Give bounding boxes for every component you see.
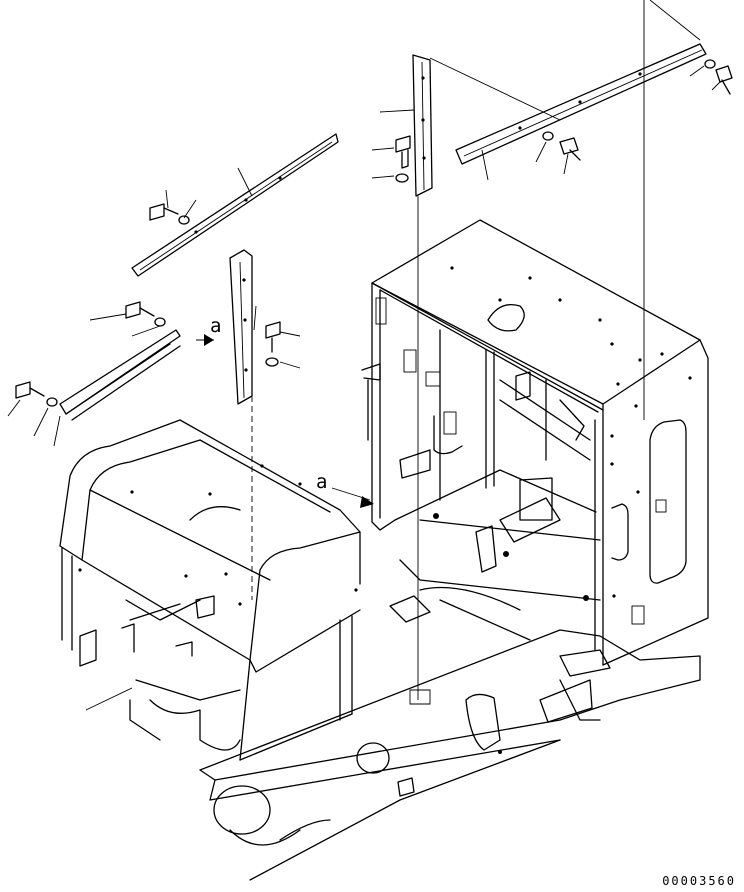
arrow-icon xyxy=(204,334,214,346)
vertical-bracket-center xyxy=(229,249,253,405)
base-frame xyxy=(199,477,701,881)
leader-lines xyxy=(7,65,721,711)
view-label-a-upper: a xyxy=(210,315,221,337)
tall-bracket xyxy=(412,54,433,197)
wire-stay-left xyxy=(59,329,181,421)
assembly-lines xyxy=(251,0,701,705)
arrow-icon xyxy=(360,496,374,508)
view-label-a-lower: a xyxy=(316,471,327,493)
long-stay-right xyxy=(455,43,707,165)
view-markers: a a xyxy=(204,315,374,508)
engine-hood xyxy=(59,419,361,761)
drawing-code: 00003560 xyxy=(662,874,736,888)
bolts-washers xyxy=(15,59,733,407)
cab-frame xyxy=(361,219,709,666)
angled-stay-left xyxy=(131,133,339,277)
